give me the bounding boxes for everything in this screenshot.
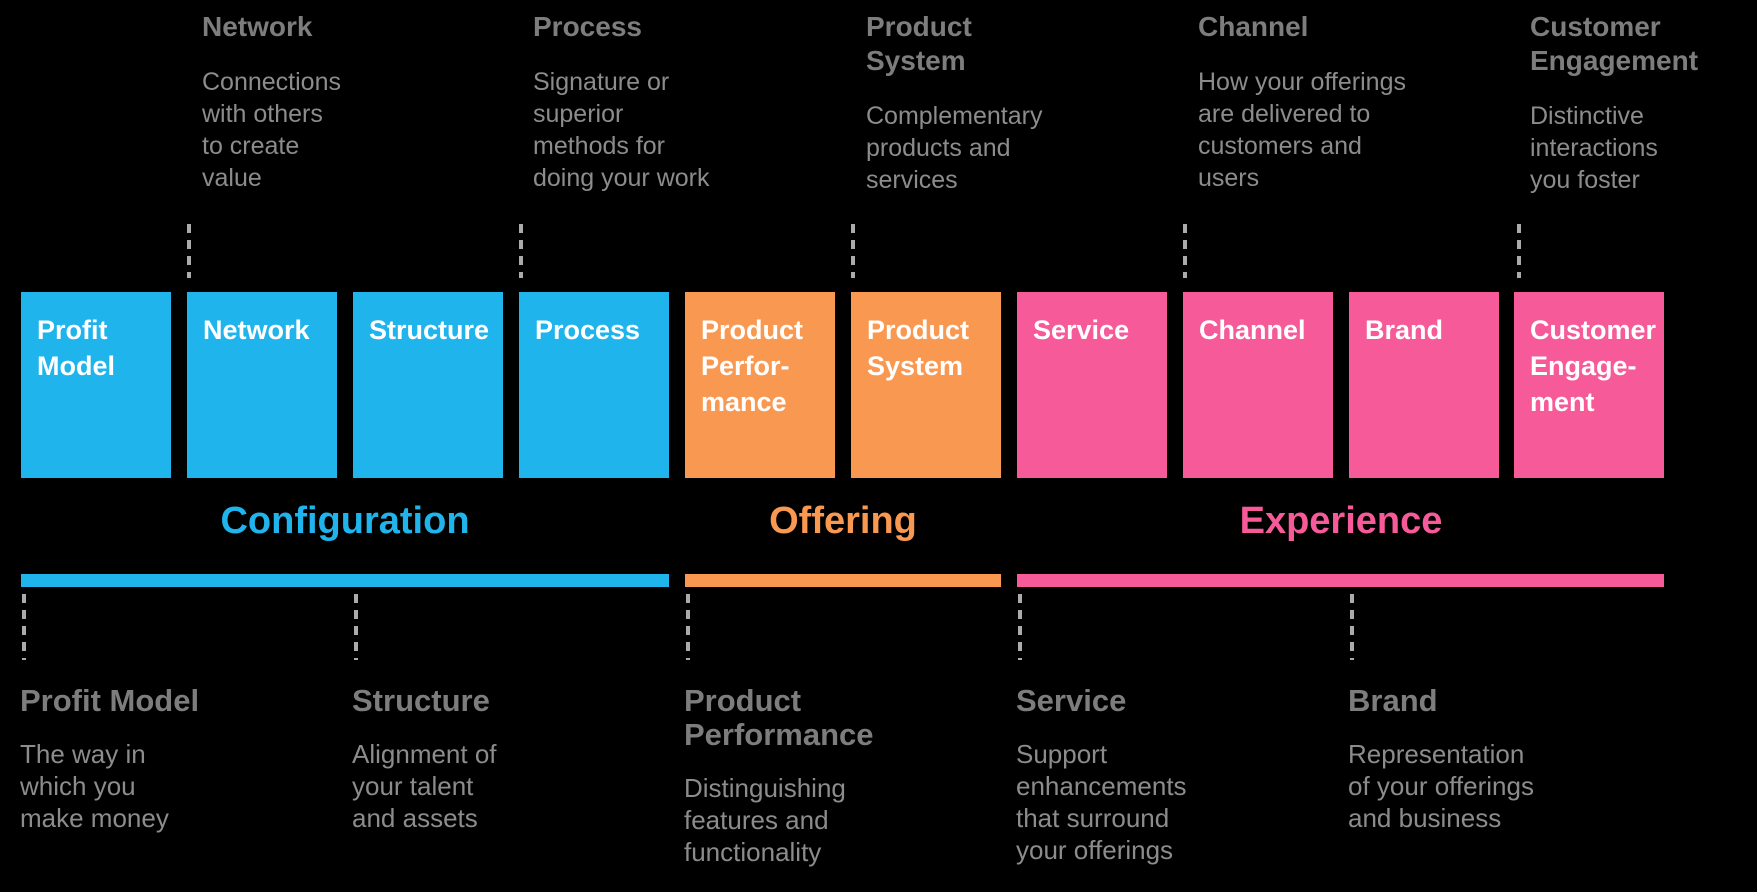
top-annotation-process: Process Signature or superior methods fo… (533, 10, 773, 194)
dotted-connector-product-system (851, 224, 855, 278)
group-bar-experience (1017, 574, 1664, 587)
top-annotation-customer-engagement-description: Distinctive interactions you foster (1530, 102, 1658, 194)
bottom-annotation-profit-model: Profit Model The way in which you make m… (20, 684, 300, 834)
top-annotation-network-title: Network (202, 11, 313, 42)
box-process: Process (519, 292, 669, 478)
top-annotation-channel: Channel How your offerings are delivered… (1198, 10, 1438, 194)
bottom-annotation-structure-title: Structure (352, 683, 490, 718)
bottom-annotation-service-description: Support enhancements that surround your … (1016, 739, 1187, 865)
top-annotation-customer-engagement-title: Customer Engagement (1530, 11, 1699, 76)
dotted-connector-brand (1350, 594, 1354, 660)
top-annotation-process-description: Signature or superior methods for doing … (533, 68, 710, 192)
box-structure: Structure (353, 292, 503, 478)
top-annotation-product-system-title: Product System (866, 11, 972, 76)
bottom-annotation-profit-model-title: Profit Model (20, 683, 200, 718)
top-annotation-process-title: Process (533, 11, 642, 42)
group-bar-configuration (21, 574, 669, 587)
bottom-annotation-service-title: Service (1016, 683, 1127, 718)
dotted-connector-product-performance (686, 594, 690, 660)
group-bar-offering (685, 574, 1001, 587)
box-product-performance: Product Perfor- mance (685, 292, 835, 478)
group-label-offering: Offering (769, 500, 917, 542)
bottom-annotation-structure-description: Alignment of your talent and assets (352, 739, 497, 833)
top-annotation-network: Network Connections with others to creat… (202, 10, 442, 194)
dotted-connector-process (519, 224, 523, 278)
bottom-annotation-brand-description: Representation of your offerings and bus… (1348, 739, 1534, 833)
bottom-annotation-structure: Structure Alignment of your talent and a… (352, 684, 632, 834)
box-network: Network (187, 292, 337, 478)
top-annotation-customer-engagement: Customer Engagement Distinctive interact… (1530, 10, 1750, 196)
top-annotation-network-description: Connections with others to create value (202, 68, 341, 192)
group-label-configuration: Configuration (220, 500, 470, 542)
bottom-annotation-service: Service Support enhancements that surrou… (1016, 684, 1296, 866)
dotted-connector-profit-model (22, 594, 26, 660)
bottom-annotation-product-performance-description: Distinguishing features and functionalit… (684, 773, 846, 867)
box-product-system: Product System (851, 292, 1001, 478)
bottom-annotation-brand-title: Brand (1348, 683, 1438, 718)
top-annotation-channel-description: How your offerings are delivered to cust… (1198, 68, 1406, 192)
dotted-connector-customer-engagement (1517, 224, 1521, 278)
bottom-annotation-brand: Brand Representation of your offerings a… (1348, 684, 1628, 834)
box-service: Service (1017, 292, 1167, 478)
dotted-connector-network (187, 224, 191, 278)
box-brand: Brand (1349, 292, 1499, 478)
box-profit-model: Profit Model (21, 292, 171, 478)
bottom-annotation-profit-model-description: The way in which you make money (20, 739, 169, 833)
dotted-connector-channel (1183, 224, 1187, 278)
top-annotation-product-system-description: Complementary products and services (866, 102, 1043, 194)
box-channel: Channel (1183, 292, 1333, 478)
top-annotation-product-system: Product System Complementary products an… (866, 10, 1106, 196)
group-label-experience: Experience (1239, 500, 1443, 542)
dotted-connector-structure (354, 594, 358, 660)
bottom-annotation-product-performance: Product Performance Distinguishing featu… (684, 684, 964, 868)
dotted-connector-service (1018, 594, 1022, 660)
top-annotation-channel-title: Channel (1198, 11, 1309, 42)
bottom-annotation-product-performance-title: Product Performance (684, 683, 874, 752)
box-customer-engagement: Customer Engage- ment (1514, 292, 1664, 478)
